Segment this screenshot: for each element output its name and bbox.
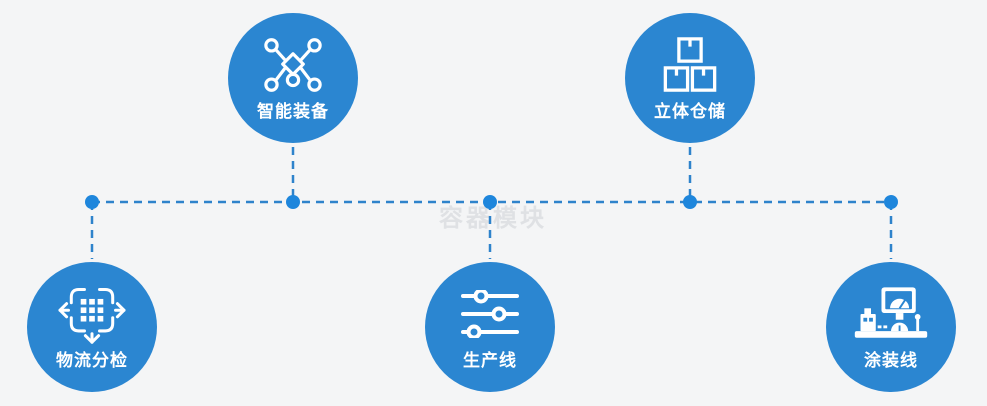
node-label: 智能装备 [257,102,329,121]
stacked-boxes-icon [659,36,721,94]
connector-dot [286,195,300,209]
node-label: 涂装线 [864,351,918,370]
node-label: 立体仓储 [654,102,726,121]
node-label: 物流分检 [56,351,128,370]
sliders-icon [461,285,519,343]
node-painting-line: 涂装线 [826,262,956,392]
control-console-icon [851,285,931,343]
node-stereo-warehouse: 立体仓储 [625,13,755,143]
connector-dot [683,195,697,209]
connector-dot [884,195,898,209]
connector-dot [85,195,99,209]
node-label: 生产线 [463,351,517,370]
node-logistics-sorting: 物流分检 [27,262,157,392]
node-production-line: 生产线 [425,262,555,392]
watermark-text: 容器模块 [439,205,547,232]
sorting-grid-arrows-icon [56,285,128,344]
network-nodes-icon [259,36,327,94]
connector-dot [483,195,497,209]
node-smart-equipment: 智能装备 [228,13,358,143]
